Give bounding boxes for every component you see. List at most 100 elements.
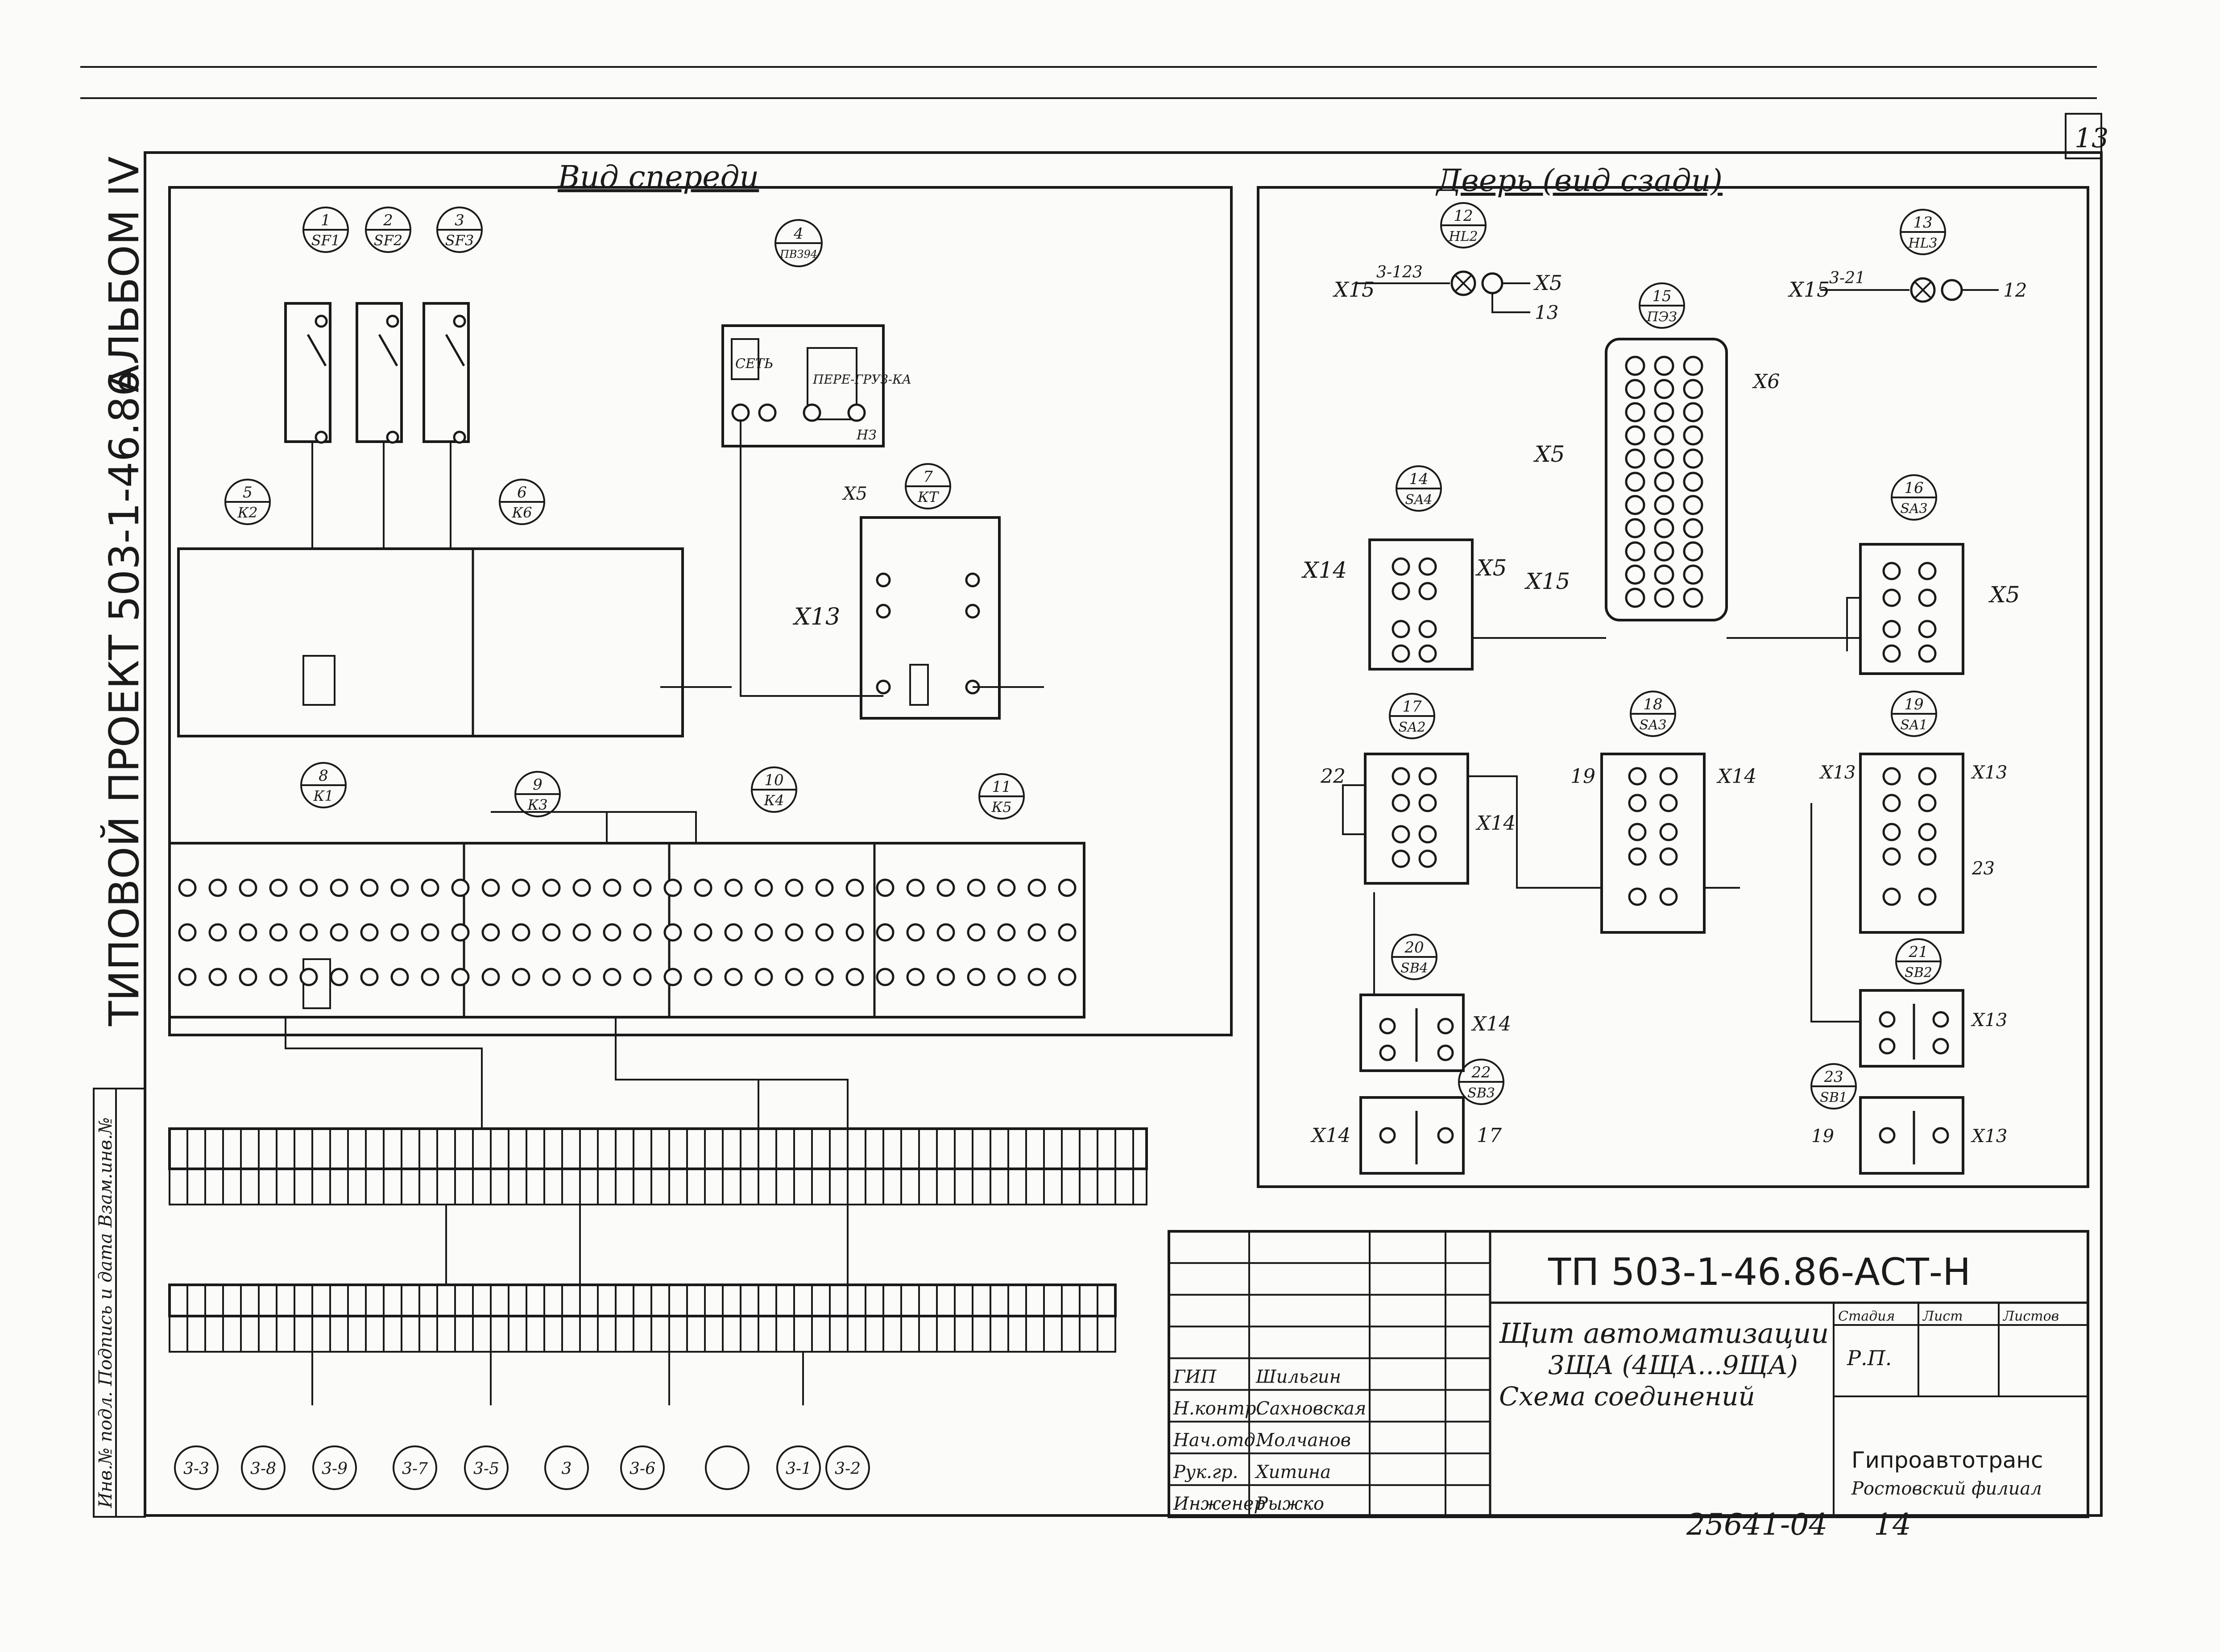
callout-19: 19 SA1 [1891,691,1937,737]
door-label-12: 12 [2003,279,2027,301]
board-terminal [754,968,773,986]
callout-3-num: 3 [455,211,464,229]
door-label-x15-c: Х15 [1524,568,1570,594]
board-terminal [572,878,591,897]
connector-pin [1683,356,1703,376]
relay-4 [721,324,885,447]
relay-net-label: СЕТЬ [735,356,773,372]
lamp-hl2 [1356,270,1530,313]
title-line-2: 3ЩА (4ЩА...9ЩА) [1548,1350,1798,1380]
board-terminal [572,923,591,942]
callout-1-code: SF1 [311,232,340,249]
cable-circle [544,1445,589,1490]
door-label-x15-a: Х15 [1333,277,1375,302]
title-block-role: Инженер [1173,1494,1265,1514]
callout-10-code: К4 [763,792,784,809]
callout-12: 12 HL2 [1440,202,1487,248]
board-terminal [906,878,925,897]
board-terminal [724,878,743,897]
callout-23-num: 23 [1823,1068,1843,1086]
board-terminal [845,878,864,897]
callout-14-num: 14 [1409,470,1428,488]
callout-16-code: SA3 [1900,501,1927,517]
board-terminal [936,968,955,986]
board-terminal [178,923,197,942]
callout-20: 20 SB4 [1391,934,1437,980]
cable-circle [241,1445,286,1490]
terminal-strip-upper [168,1127,1148,1205]
board-terminal [603,968,621,986]
side-stamp-group: Инв.№ подл. Подпись и дата Взам.инв.№ [95,1117,116,1508]
connector-pin [1683,495,1703,515]
board-terminal [1058,968,1077,986]
board-terminal [694,878,712,897]
breaker-sf1 [284,302,331,444]
front-view-frame [168,186,1233,1036]
board-terminal [876,968,895,986]
callout-11-num: 11 [992,778,1011,796]
title-block-name: Хитина [1255,1462,1331,1482]
callout-8-num: 8 [319,767,328,785]
door-label-x6: Х6 [1752,370,1780,393]
board-terminal [754,923,773,942]
callout-14-code: SA4 [1405,492,1432,508]
door-label-22: 22 [1320,765,1346,788]
board-terminal [1058,923,1077,942]
callout-6: 6 К6 [499,479,545,525]
doc-code: ТП 503-1-46.86-АСТ-Н [1548,1250,1971,1294]
cable-circle [464,1445,509,1490]
terminal-strip-lower [168,1284,1117,1353]
callout-13-num: 13 [1913,214,1932,232]
board-terminal [542,878,561,897]
callout-5: 5 К2 [224,479,271,525]
board-terminal [663,878,682,897]
callout-7-code: КТ [917,489,940,505]
board-terminal [663,968,682,986]
callout-15: 15 ПЭЗ [1639,282,1685,329]
stage-value: Р.П. [1847,1346,1892,1370]
callout-13: 13 HL3 [1900,209,1946,255]
board-terminal [876,923,895,942]
board-terminal [1027,923,1046,942]
board-terminal [239,878,257,897]
board-terminal [208,923,227,942]
title-block-name: Молчанов [1255,1430,1351,1451]
callout-17-code: SA2 [1398,720,1425,735]
button-sb2 [1859,989,1964,1068]
board-terminal [330,968,348,986]
callout-15-num: 15 [1652,287,1671,305]
connector-pin [1683,472,1703,492]
board-terminal [1058,878,1077,897]
board-terminal [360,878,379,897]
sheet-number-box [2065,113,2102,159]
connector-pin [1654,564,1674,585]
org-line-2: Ростовский филиал [1851,1478,2042,1499]
door-label-3-21: 3-21 [1829,269,1865,287]
connector-pin [1654,588,1674,608]
callout-19-num: 19 [1904,696,1923,713]
board-terminal [815,923,834,942]
album-label: АЛЬБОМ IV [100,156,148,393]
board-terminal [876,878,895,897]
callout-18-code: SA3 [1639,717,1666,733]
relay-panel-k2-k6 [177,547,684,737]
title-block-role: Нач.отд. [1173,1430,1261,1451]
board-terminal [785,968,804,986]
door-label-x14-a: Х14 [1301,557,1347,583]
connector-pin [1654,425,1674,446]
connector-pin [1625,518,1645,538]
board-terminal [481,923,500,942]
cable-circle-label: 3-6 [630,1460,655,1478]
connector-pin [1625,541,1645,562]
sheet-number: 13 [2075,123,2108,154]
callout-17: 17 SA2 [1389,693,1435,739]
board-terminal [633,968,652,986]
side-stamp: Инв.№ подл. Подпись и дата Взам.инв.№ [95,1117,116,1508]
callout-9: 9 К3 [514,771,561,817]
board-terminal [785,923,804,942]
callout-22: 22 SB3 [1458,1059,1504,1105]
door-wiring [1342,597,1860,1023]
title-block-name: Сахновская [1256,1399,1366,1419]
